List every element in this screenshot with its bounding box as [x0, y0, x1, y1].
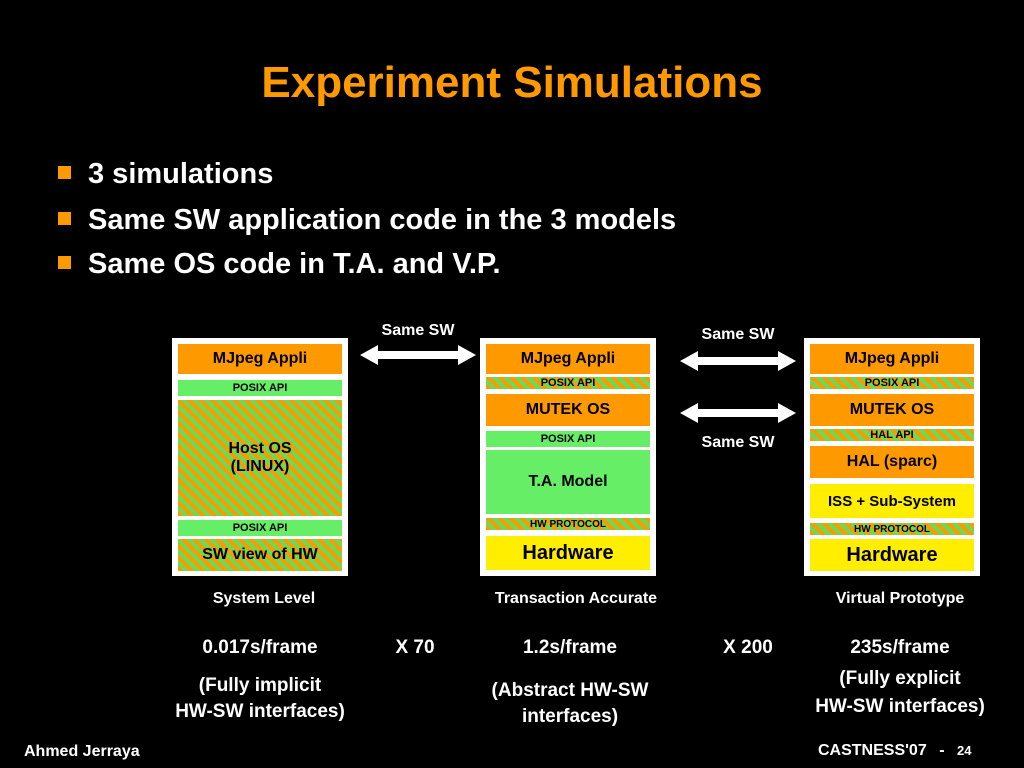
- note-line: (Fully explicit: [839, 668, 961, 689]
- note-line: (Fully implicit: [198, 675, 322, 696]
- transaction-accurate-stack: MJpeg Appli POSIX API MUTEK OS POSIX API…: [480, 338, 656, 576]
- system-level-caption: System Level: [212, 590, 316, 607]
- transaction-accurate-caption: Transaction Accurate: [494, 590, 658, 607]
- bullet-text: Same SW application code in the 3 models: [88, 204, 677, 236]
- speedup-factor-1: X 70: [395, 637, 435, 658]
- hw-protocol-layer: HW PROTOCOL: [810, 523, 974, 535]
- hardware-layer: Hardware: [810, 539, 974, 571]
- host-os-label: Host OS: [228, 440, 292, 457]
- footer-author: Ahmed Jerraya: [24, 743, 140, 760]
- virtual-prototype-note: (Fully explicit HW-SW interfaces): [780, 665, 1020, 721]
- bullet-square-icon: [58, 256, 71, 269]
- linux-label: (LINUX): [230, 458, 290, 475]
- system-level-stack: MJpeg Appli POSIX API Host OS (LINUX) PO…: [172, 338, 348, 576]
- posix-api-layer: POSIX API: [486, 431, 650, 447]
- same-sw-label-bottom-right: Same SW: [701, 434, 775, 451]
- posix-api-layer: POSIX API: [178, 520, 342, 536]
- same-sw-label-top-right: Same SW: [701, 326, 775, 343]
- mutek-os-layer: MUTEK OS: [810, 394, 974, 426]
- sw-view-of-hw-layer: SW view of HW: [178, 539, 342, 571]
- virtual-prototype-stack: MJpeg Appli POSIX API MUTEK OS HAL API H…: [804, 338, 980, 576]
- transaction-accurate-note: (Abstract HW-SW interfaces): [450, 678, 690, 730]
- system-level-time: 0.017s/frame: [202, 637, 318, 658]
- iss-sub-system-layer: ISS + Sub-System: [810, 484, 974, 518]
- conference-name: CASTNESS'07: [818, 742, 927, 759]
- bullet-1: 3 simulations: [58, 158, 273, 191]
- hal-api-layer: HAL API: [810, 429, 974, 441]
- hardware-layer: Hardware: [486, 536, 650, 570]
- footer-conference: CASTNESS'07 - 24: [818, 742, 971, 760]
- double-arrow-icon: [680, 351, 796, 371]
- hal-sparc-layer: HAL (sparc): [810, 446, 974, 478]
- bullet-2: Same SW application code in the 3 models: [58, 204, 676, 237]
- virtual-prototype-time: 235s/frame: [850, 637, 950, 658]
- transaction-accurate-time: 1.2s/frame: [522, 637, 617, 658]
- system-level-note: (Fully implicit HW-SW interfaces): [140, 673, 380, 725]
- posix-api-layer: POSIX API: [486, 377, 650, 389]
- footer-separator: -: [939, 742, 945, 759]
- bullet-3: Same OS code in T.A. and V.P.: [58, 248, 501, 281]
- note-line: HW-SW interfaces): [815, 696, 985, 717]
- mutek-os-layer: MUTEK OS: [486, 394, 650, 426]
- page-number: 24: [956, 743, 972, 758]
- speedup-factor-2: X 200: [723, 637, 773, 658]
- same-sw-label-top-left: Same SW: [381, 322, 455, 339]
- virtual-prototype-caption: Virtual Prototype: [835, 590, 965, 607]
- note-line: interfaces): [521, 706, 619, 727]
- bullet-text: Same OS code in T.A. and V.P.: [88, 248, 501, 280]
- double-arrow-icon: [680, 403, 796, 423]
- bullet-square-icon: [58, 166, 71, 179]
- hw-protocol-layer: HW PROTOCOL: [486, 518, 650, 530]
- host-os-layer: Host OS (LINUX): [178, 400, 342, 516]
- ta-model-layer: T.A. Model: [486, 450, 650, 514]
- mjpeg-appli-layer: MJpeg Appli: [178, 344, 342, 374]
- slide-title: Experiment Simulations: [261, 58, 763, 107]
- bullet-text: 3 simulations: [88, 158, 274, 190]
- double-arrow-icon: [360, 345, 476, 365]
- posix-api-layer: POSIX API: [810, 377, 974, 389]
- posix-api-layer: POSIX API: [178, 380, 342, 396]
- mjpeg-appli-layer: MJpeg Appli: [810, 344, 974, 374]
- mjpeg-appli-layer: MJpeg Appli: [486, 344, 650, 374]
- note-line: (Abstract HW-SW: [491, 680, 649, 701]
- bullet-square-icon: [58, 212, 71, 225]
- note-line: HW-SW interfaces): [175, 701, 345, 722]
